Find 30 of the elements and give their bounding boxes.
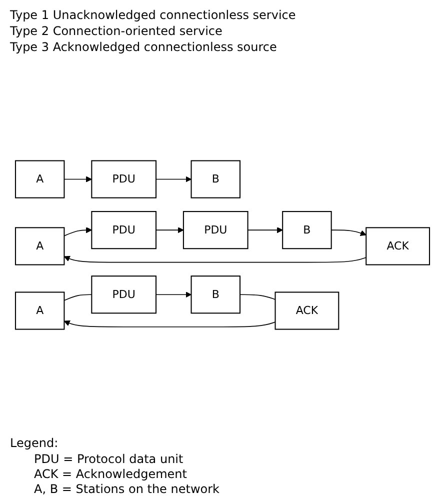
arrow [64, 227, 92, 236]
arrow [156, 176, 192, 182]
node-box: PDU [91, 160, 157, 198]
arrow [64, 176, 92, 182]
arrow [247, 227, 283, 234]
legend-entry: PDU = Protocol data unit [34, 452, 184, 466]
connector [64, 294, 92, 301]
node-box: A [14, 160, 65, 198]
node-box: B [190, 160, 241, 198]
section-heading: Type 3 Acknowledged connectionless source [10, 40, 278, 54]
arrow [156, 227, 184, 234]
legend-entry: ACK = Acknowledgement [34, 467, 188, 481]
node-box: PDU [182, 211, 248, 250]
legend-entry: A, B = Stations on the network [34, 482, 220, 496]
node-box: PDU [91, 276, 157, 314]
node-box: PDU [91, 211, 157, 250]
section-heading: Type 2 Connection-oriented service [10, 24, 224, 38]
arrow [64, 256, 367, 263]
node-box: B [282, 211, 332, 250]
connector [240, 294, 276, 300]
section-heading: Type 1 Unacknowledged connectionless service [10, 8, 297, 22]
arrow [64, 320, 276, 328]
node-box: ACK [366, 227, 430, 266]
node-box: ACK [274, 292, 340, 330]
legend-heading: Legend: [10, 436, 60, 450]
arrow [330, 230, 366, 236]
node-box: A [14, 292, 65, 330]
node-box: A [14, 227, 65, 266]
arrow [156, 292, 192, 298]
node-box: B [190, 276, 241, 314]
